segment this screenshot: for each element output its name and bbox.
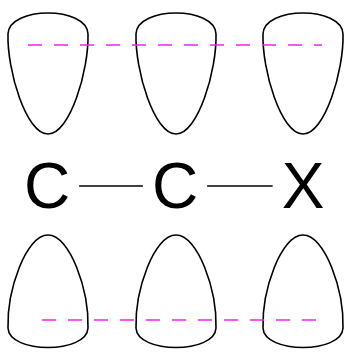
atom-symbol: C xyxy=(143,154,207,218)
p-orbital-lobe xyxy=(8,13,88,134)
bond-line xyxy=(79,185,143,187)
p-orbital-lobe xyxy=(136,13,216,134)
atom-symbol: X xyxy=(273,154,334,218)
atom-label: C xyxy=(24,154,70,218)
bond-line xyxy=(207,185,273,187)
atom-label: C xyxy=(152,154,198,218)
p-orbital-lobe xyxy=(136,235,216,348)
overlap-dashed-line xyxy=(28,44,322,46)
orbital-lobes xyxy=(8,13,343,348)
overlap-dashed-line xyxy=(42,319,320,321)
p-orbital-lobe xyxy=(263,235,343,348)
p-orbital-lobe xyxy=(8,235,88,348)
atom-symbol: C xyxy=(15,154,79,218)
p-orbital-lobe xyxy=(263,13,343,134)
atom-label: X xyxy=(282,154,325,218)
